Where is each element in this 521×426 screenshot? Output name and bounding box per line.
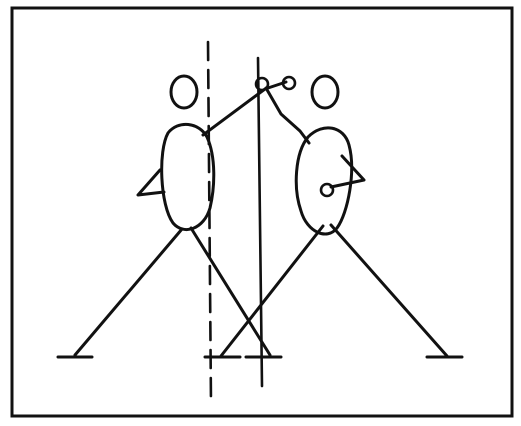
stick-figure-diagram: [0, 0, 521, 426]
diagram-canvas: [0, 0, 521, 426]
